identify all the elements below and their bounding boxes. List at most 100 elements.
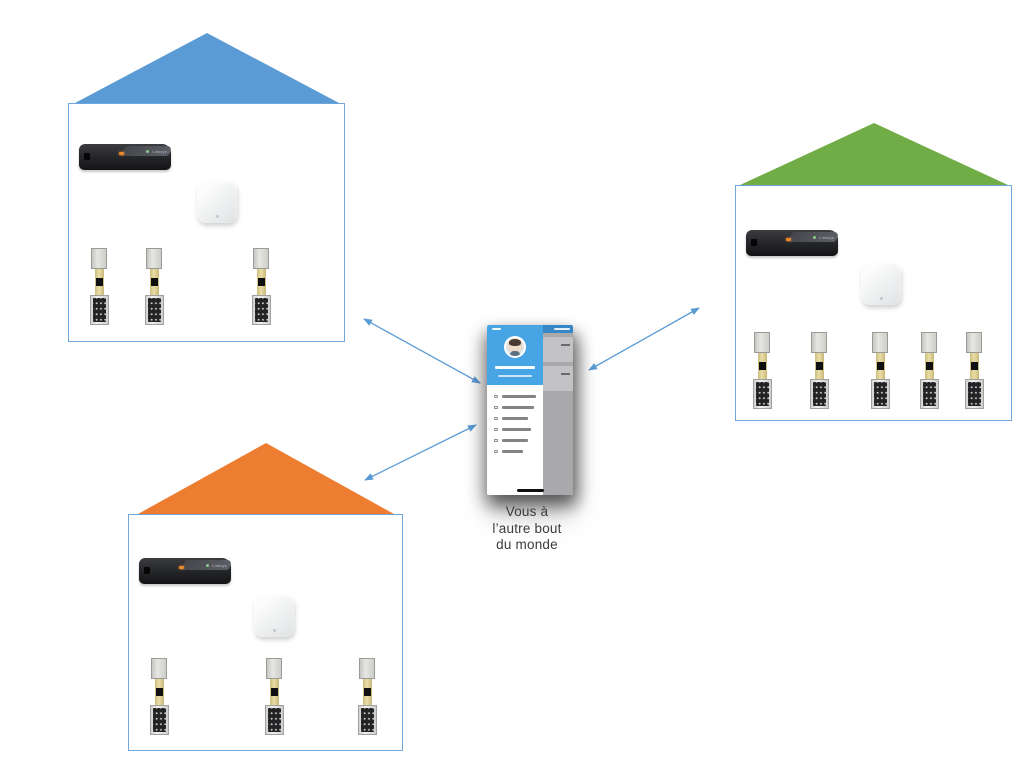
smart-locks-row [736, 186, 1011, 420]
user-email-text-blur [498, 375, 532, 377]
drawer-menu-item [487, 391, 543, 402]
drawer-header [487, 333, 543, 385]
lock-cylinder [362, 679, 372, 705]
lock-keypad [251, 295, 271, 325]
smart-lock [919, 332, 939, 409]
smart-lock [964, 332, 984, 409]
lock-cylinder [94, 269, 104, 295]
lock-cylinder [924, 353, 934, 379]
menu-item-label-blur [501, 450, 523, 453]
house-blue-roof [74, 33, 339, 103]
lock-body [151, 658, 167, 679]
router-brand-label: Linksys [819, 235, 834, 240]
lock-keypad [964, 379, 984, 409]
drawer-menu [487, 385, 543, 495]
router-led [179, 566, 185, 569]
lock-cylinder [814, 353, 824, 379]
menu-item-icon [494, 394, 498, 399]
house-green: Linksys [735, 123, 1012, 421]
lock-keypad [752, 379, 772, 409]
lock-body [266, 658, 282, 679]
dimmed-list-card [543, 366, 573, 391]
menu-item-icon [494, 449, 498, 454]
wifi-access-point [254, 595, 294, 637]
menu-item-label-blur [501, 439, 528, 442]
smart-lock [144, 248, 164, 325]
smart-lock [870, 332, 890, 409]
house-orange-interior: Linksys [128, 514, 403, 751]
card-detail-blur [561, 344, 570, 346]
lock-cylinder [149, 269, 159, 295]
house-green-interior: Linksys [735, 185, 1012, 421]
drawer-menu-item [487, 435, 543, 446]
lock-body [811, 332, 827, 353]
user-name-text-blur [495, 366, 535, 369]
router-port [84, 153, 90, 160]
caption-line-3: du monde [496, 537, 558, 552]
wifi-access-point [197, 181, 237, 223]
lock-body [253, 248, 269, 269]
drawer-menu-item [487, 424, 543, 435]
status-time [492, 327, 501, 330]
router-status-led [206, 564, 209, 567]
menu-item-label-blur [501, 395, 536, 398]
router-brand-label: Linksys [152, 149, 167, 154]
lock-body [359, 658, 375, 679]
drawer-menu-item [487, 413, 543, 424]
router-led [119, 152, 125, 155]
dimmed-list-card [543, 337, 573, 362]
lock-body [91, 248, 107, 269]
house-blue-interior: Linksys [68, 103, 345, 342]
house-blue: Linksys [68, 33, 345, 342]
house-orange: Linksys [128, 443, 403, 751]
router-brand-label: Linksys [212, 563, 227, 568]
smartphone [487, 325, 573, 495]
arrow-green-house-phone [588, 307, 700, 371]
caption-line-2: l’autre bout [492, 520, 562, 536]
app-drawer-panel [487, 333, 543, 495]
lock-cylinder [757, 353, 767, 379]
drawer-menu-item [487, 446, 543, 457]
menu-item-label-blur [501, 428, 531, 431]
phone-body [487, 333, 573, 495]
smart-lock [264, 658, 284, 735]
phone-screen [487, 325, 573, 495]
lock-keypad [144, 295, 164, 325]
lock-keypad [809, 379, 829, 409]
lock-body [921, 332, 937, 353]
lock-keypad [357, 705, 377, 735]
caption-line-1: Vous à [505, 504, 549, 519]
router-status-led [813, 236, 816, 239]
avatar [504, 336, 526, 358]
smart-lock [809, 332, 829, 409]
smart-lock [149, 658, 169, 735]
card-detail-blur [561, 373, 570, 375]
phone-status-bar [487, 325, 573, 333]
smart-locks-row [129, 515, 402, 750]
status-bar-left [487, 325, 543, 333]
lock-body [872, 332, 888, 353]
status-icons [554, 327, 570, 330]
router-port [144, 567, 150, 574]
router-device: Linksys [139, 558, 234, 584]
home-indicator [517, 489, 544, 492]
menu-item-icon [494, 438, 498, 443]
lock-cylinder [875, 353, 885, 379]
menu-item-icon [494, 427, 498, 432]
menu-item-icon [494, 405, 498, 410]
status-bar-right [543, 325, 573, 333]
smart-lock [357, 658, 377, 735]
drawer-menu-item [487, 402, 543, 413]
lock-keypad [149, 705, 169, 735]
router-device: Linksys [79, 144, 174, 170]
house-orange-roof [137, 443, 394, 514]
router-led [786, 238, 792, 241]
lock-cylinder [269, 679, 279, 705]
smart-lock [89, 248, 109, 325]
phone-caption: Vous à l’autre bout du monde [457, 504, 597, 554]
smart-locks-row [69, 104, 344, 341]
lock-keypad [870, 379, 890, 409]
dimmed-app-content [543, 333, 573, 495]
arrow-blue-house-phone [363, 318, 481, 384]
house-green-roof [739, 123, 1008, 185]
